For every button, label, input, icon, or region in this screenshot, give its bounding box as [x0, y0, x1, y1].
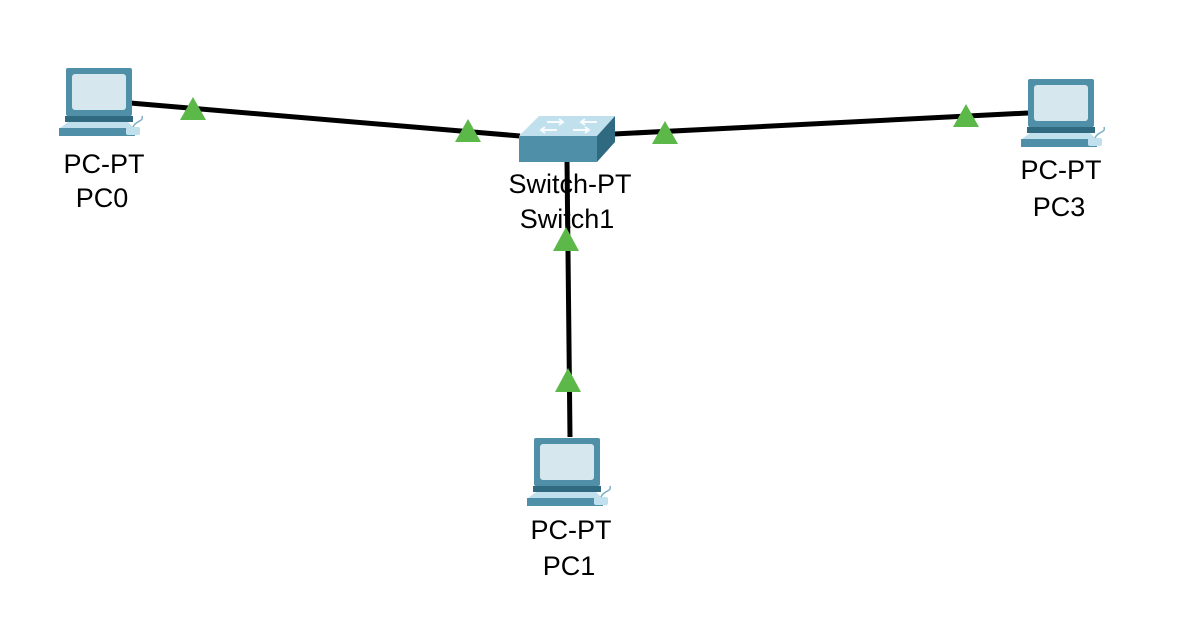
device-name-label: PC3 — [1032, 192, 1086, 222]
device-model-label: PC-PT — [530, 515, 612, 545]
device-switch1[interactable] — [517, 114, 619, 169]
device-pc3[interactable] — [1018, 77, 1108, 156]
device-pc1[interactable] — [524, 436, 614, 515]
device-name-label: Switch1 — [519, 204, 615, 234]
link-status-up-indicator — [455, 119, 481, 142]
pc-icon — [59, 68, 144, 136]
pc-icon — [527, 438, 612, 506]
link-status-up-indicator — [953, 104, 979, 127]
link-status-up-indicator — [652, 121, 678, 144]
link-switch1-pc3[interactable] — [613, 104, 1029, 144]
device-name-label: PC1 — [542, 551, 596, 581]
device-pc0[interactable] — [56, 66, 146, 145]
pc-icon — [1021, 79, 1106, 147]
device-model-label: PC-PT — [1020, 155, 1102, 185]
link-status-up-indicator — [555, 368, 581, 392]
link-status-up-indicator — [180, 97, 206, 120]
link-status-up-indicator — [553, 227, 579, 251]
device-name-label: PC0 — [75, 183, 129, 213]
device-model-label: Switch-PT — [508, 169, 632, 199]
device-model-label: PC-PT — [63, 149, 145, 179]
link-switch1-pc1[interactable] — [553, 159, 581, 438]
switch-icon — [519, 116, 615, 162]
link-pc0-switch1[interactable] — [129, 97, 521, 142]
